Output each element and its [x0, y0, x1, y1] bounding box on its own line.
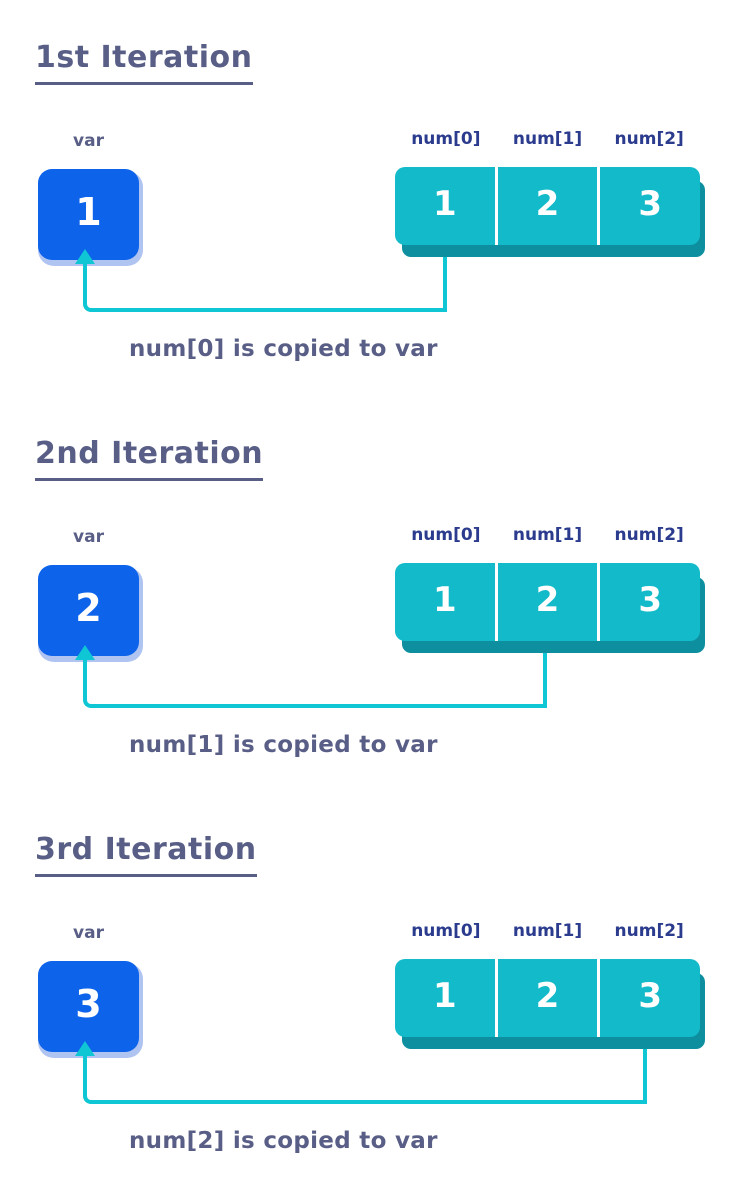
array-cell: 3	[597, 167, 700, 245]
copy-arrow-drop-line	[543, 642, 547, 704]
array-cell: 1	[395, 959, 495, 1037]
cell-value: 2	[535, 976, 560, 1016]
array-cell: 3	[597, 959, 700, 1037]
array-index-label: num[0]	[411, 129, 481, 149]
var-box: 3	[38, 961, 139, 1052]
iteration-caption: num[2] is copied to var	[129, 1128, 438, 1154]
var-label: var	[73, 923, 104, 943]
copy-arrow-drop-line	[443, 246, 447, 308]
copy-arrow-elbow-line	[83, 1056, 647, 1104]
array-cell: 1	[395, 167, 495, 245]
cell-value: 3	[638, 580, 663, 620]
copy-arrow-drop-line	[643, 1038, 647, 1100]
array-index-label: num[1]	[512, 525, 583, 545]
array-index-labels: num[0] num[1] num[2]	[395, 921, 700, 941]
iteration-caption: num[0] is copied to var	[129, 336, 438, 362]
var-value: 1	[75, 189, 102, 234]
var-value: 2	[75, 585, 102, 630]
array-index-labels: num[0] num[1] num[2]	[395, 525, 700, 545]
var-box: 2	[38, 565, 139, 656]
copy-arrow-elbow-line	[83, 264, 447, 312]
array-index-labels: num[0] num[1] num[2]	[395, 129, 700, 149]
iteration-caption: num[1] is copied to var	[129, 732, 438, 758]
array-index-label: num[2]	[614, 525, 684, 545]
var-value: 3	[75, 981, 102, 1026]
cell-value: 1	[433, 976, 457, 1016]
cell-value: 2	[535, 580, 560, 620]
array-box: 1 2 3	[395, 167, 700, 245]
array-index-label: num[0]	[411, 921, 481, 941]
arrow-up-icon	[75, 1041, 95, 1056]
arrow-up-icon	[75, 249, 95, 264]
section-iteration-3: 3rd Iteration var 3 num[0] num[1] num[2]…	[0, 792, 734, 1200]
array-box: 1 2 3	[395, 959, 700, 1037]
cell-value: 2	[535, 184, 560, 224]
iteration-heading: 3rd Iteration	[35, 832, 257, 877]
cell-value: 1	[433, 184, 457, 224]
section-iteration-2: 2nd Iteration var 2 num[0] num[1] num[2]…	[0, 396, 734, 792]
section-iteration-1: 1st Iteration var 1 num[0] num[1] num[2]…	[0, 0, 734, 396]
array-index-label: num[1]	[512, 129, 583, 149]
var-label: var	[73, 131, 104, 151]
array-cell: 1	[395, 563, 495, 641]
iteration-heading: 2nd Iteration	[35, 436, 264, 481]
array-cell: 3	[597, 563, 700, 641]
copy-arrow-elbow-line	[83, 660, 547, 708]
array-index-label: num[0]	[411, 525, 481, 545]
array-index-label: num[2]	[614, 921, 684, 941]
array-index-label: num[1]	[512, 921, 583, 941]
array-cell: 2	[494, 959, 598, 1037]
array-index-label: num[2]	[614, 129, 684, 149]
cell-value: 3	[638, 184, 663, 224]
var-label: var	[73, 527, 104, 547]
array-box: 1 2 3	[395, 563, 700, 641]
cell-value: 1	[433, 580, 457, 620]
array-cell: 2	[494, 563, 598, 641]
iteration-heading: 1st Iteration	[35, 40, 253, 85]
var-box: 1	[38, 169, 139, 260]
array-cell: 2	[494, 167, 598, 245]
cell-value: 3	[638, 976, 663, 1016]
arrow-up-icon	[75, 645, 95, 660]
